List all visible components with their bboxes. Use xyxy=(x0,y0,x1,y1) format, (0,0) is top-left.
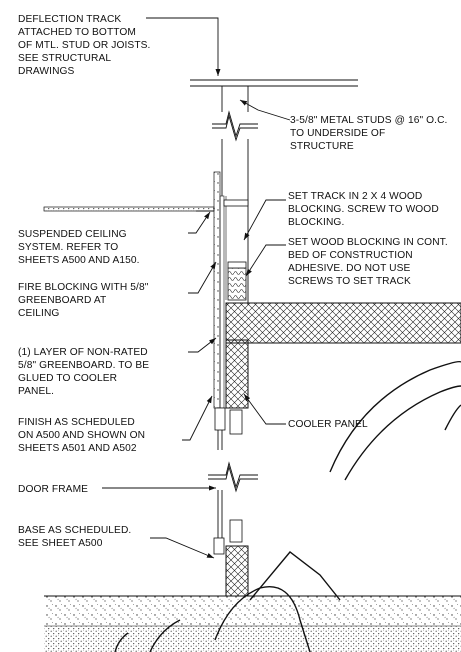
wood-blocking xyxy=(227,261,247,301)
break-line-upper xyxy=(212,110,258,142)
label-wood-blocking: SET WOOD BLOCKING IN CONT. BED OF CONSTR… xyxy=(288,237,451,287)
label-fire-blocking: FIRE BLOCKING WITH 5/8" GREENBOARD AT CE… xyxy=(18,282,151,319)
door-frame xyxy=(208,407,258,555)
label-metal-studs: 3-5/8" METAL STUDS @ 16" O.C. TO UNDERSI… xyxy=(290,115,450,152)
cooler-panel-shape xyxy=(225,339,249,409)
metal-stud-wall xyxy=(221,86,249,305)
label-finish: FINISH AS SCHEDULED ON A500 AND SHOWN ON… xyxy=(18,417,148,454)
watermark-arcs xyxy=(114,360,461,652)
label-set-track: SET TRACK IN 2 X 4 WOOD BLOCKING. SCREW … xyxy=(288,191,442,228)
slab xyxy=(225,302,461,344)
base-curb xyxy=(225,545,249,597)
label-cooler-panel: COOLER PANEL xyxy=(288,419,368,430)
label-suspended-ceiling: SUSPENDED CEILING SYSTEM. REFER TO SHEET… xyxy=(18,229,140,266)
leaders xyxy=(102,17,291,559)
label-base: BASE AS SCHEDULED. SEE SHEET A500 xyxy=(18,525,134,549)
suspended-ceiling xyxy=(43,206,215,212)
fire-blocking xyxy=(223,199,249,207)
greenboard-finish xyxy=(213,171,225,409)
label-door-frame: DOOR FRAME xyxy=(18,484,88,495)
label-deflection-track: DEFLECTION TRACK ATTACHED TO BOTTOM OF M… xyxy=(18,14,153,77)
structure-lines xyxy=(190,79,358,87)
floor-slab xyxy=(44,595,461,652)
label-greenboard-layer: (1) LAYER OF NON-RATED 5/8" GREENBOARD. … xyxy=(18,347,152,397)
